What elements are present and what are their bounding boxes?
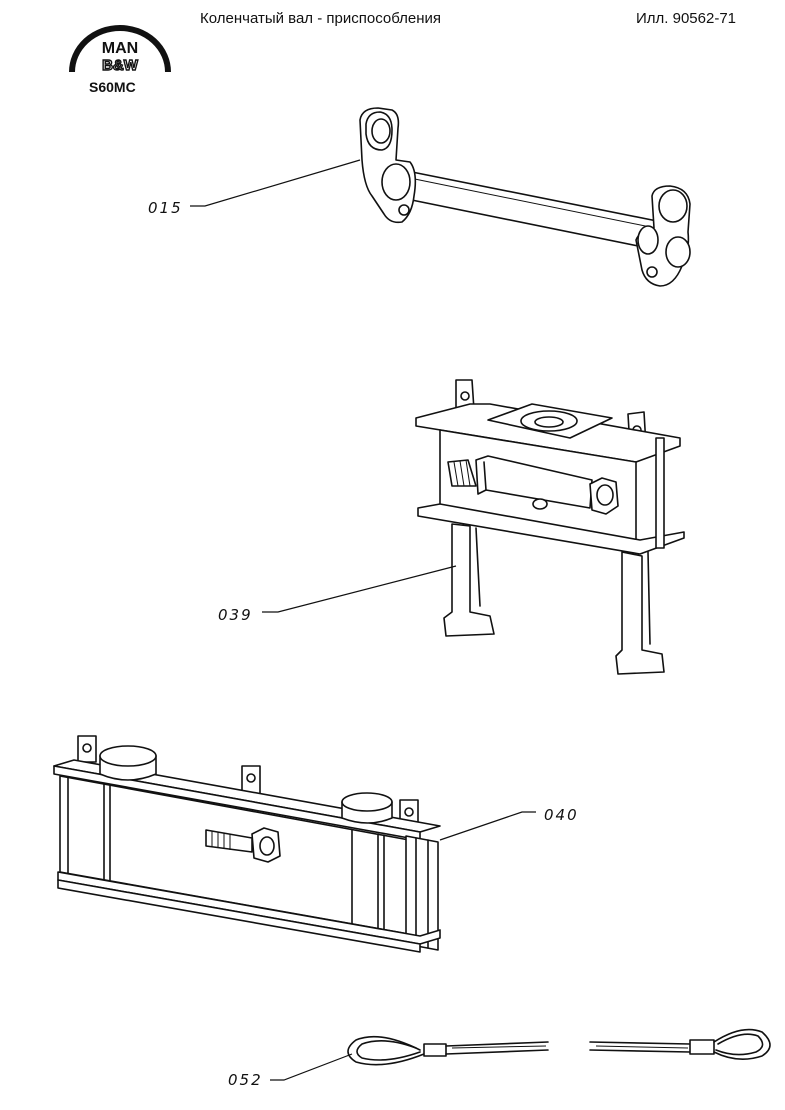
part-052-drawing (270, 1028, 771, 1081)
logo-arc (69, 25, 171, 73)
logo-text-bw: B&W (102, 57, 139, 74)
part-015-drawing (190, 107, 691, 287)
illustration-number: Илл. 90562-71 (636, 10, 737, 27)
engine-model: S60MC (89, 79, 136, 95)
part-label-039: 039 (218, 606, 253, 624)
leader-015 (190, 159, 361, 207)
leader-052 (270, 1053, 353, 1081)
logo-text-man: MAN (102, 40, 138, 57)
part-label-040: 040 (544, 806, 579, 824)
leader-040 (439, 811, 536, 841)
page-title: Коленчатый вал - приспособления (200, 10, 441, 27)
man-bw-logo: MAN B&W (69, 25, 171, 75)
leader-039 (262, 565, 457, 613)
part-039-drawing (262, 379, 685, 675)
part-label-015: 015 (148, 199, 183, 217)
part-label-052: 052 (228, 1071, 263, 1089)
part-040-drawing (53, 735, 536, 953)
